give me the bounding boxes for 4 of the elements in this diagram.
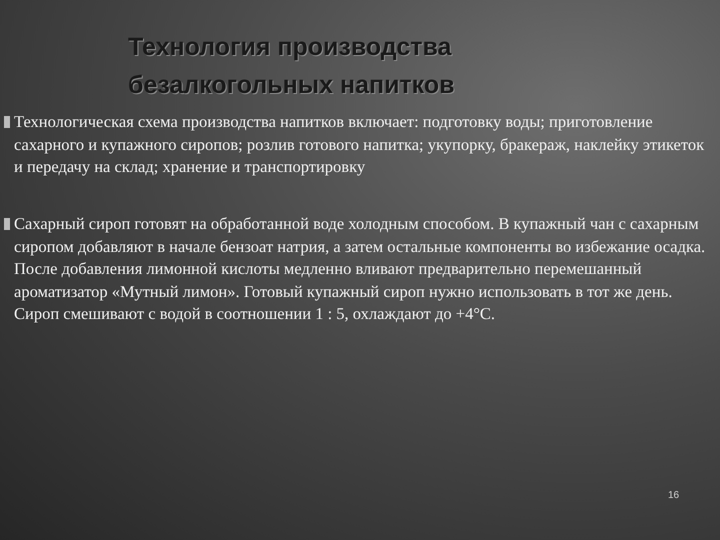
body-paragraph: Сахарный сироп готовят на обработанной воде холодным способом. В купажный чан с сахарным сиропом добавляют в начале бензоат натрия, а затем остальные компоненты во избежание осадка. После добавления лимонной кислоты медленно вливают предварительно перемешанный ароматизатор «Мутный лимон». Готовый купажный сироп нужно использовать в тот же день. Сироп смешивают с водой в соотношении 1 : 5, охлаждают до +4°С. bbox=[14, 213, 706, 325]
page-number: 16 bbox=[668, 490, 680, 501]
slide-title: Технология производства безалкогольных напитков bbox=[128, 32, 456, 101]
body-paragraph: Технологическая схема производства напитков включает: подготовку воды; приготовление сахарного и купажного сиропов; розлив готового напитка; укупорку, бракераж, наклейку этикеток и передачу на склад; хранение и транспортировку bbox=[14, 111, 706, 178]
